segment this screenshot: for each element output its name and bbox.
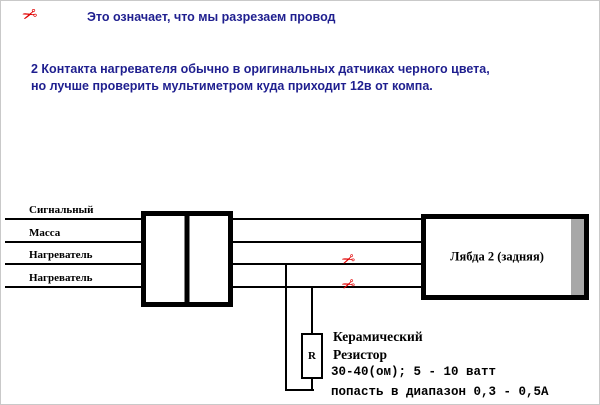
note-line-2: но лучше проверить мультиметром куда при… — [31, 79, 433, 93]
wire-heater1-left — [5, 263, 143, 265]
resistor-symbol: R — [308, 350, 316, 362]
wire-heater2-left — [5, 286, 143, 288]
scissors-icon: ✂ — [19, 3, 40, 27]
resistor-branch-wire — [285, 263, 287, 391]
resistor-note-rating: 30-40(ом); 5 - 10 ватт — [331, 365, 497, 379]
resistor-note-type-2: Резистор — [333, 347, 387, 362]
wire-label-signal: Сигнальный — [29, 204, 94, 216]
wire-signal-mid — [232, 218, 422, 220]
sensor-end-cap — [571, 219, 584, 295]
legend-text: Это означает, что мы разрезаем провод — [87, 10, 336, 24]
resistor-branch-wire — [311, 286, 313, 333]
lambda-sensor-block: Лябда 2 (задняя) — [421, 214, 589, 300]
lambda-sensor-label: Лябда 2 (задняя) — [450, 249, 544, 264]
resistor-box: R — [301, 333, 323, 379]
note-line-1: 2 Контакта нагревателя обычно в оригинал… — [31, 62, 490, 76]
wire-ground-left — [5, 241, 143, 243]
wire-signal-left — [5, 218, 143, 220]
connector-divider — [184, 216, 190, 302]
wire-label-ground: Масса — [29, 227, 61, 239]
resistor-note-type-1: Керамический — [333, 329, 423, 344]
scissors-icon: ✂ — [339, 275, 358, 296]
wire-label-heater-2: Нагреватель — [29, 272, 93, 284]
connector-block — [141, 211, 233, 307]
note-paragraph: 2 Контакта нагревателя обычно в оригинал… — [31, 61, 490, 95]
wire-heater2-mid — [232, 286, 422, 288]
scissors-icon: ✂ — [339, 250, 358, 271]
wire-heater1-mid — [232, 263, 422, 265]
wire-label-heater-1: Нагреватель — [29, 249, 93, 261]
wire-ground-mid — [232, 241, 422, 243]
resistor-branch-wire — [285, 389, 314, 391]
resistor-note-range: попасть в диапазон 0,3 - 0,5А — [331, 385, 549, 399]
resistor-branch-wire — [311, 379, 313, 391]
